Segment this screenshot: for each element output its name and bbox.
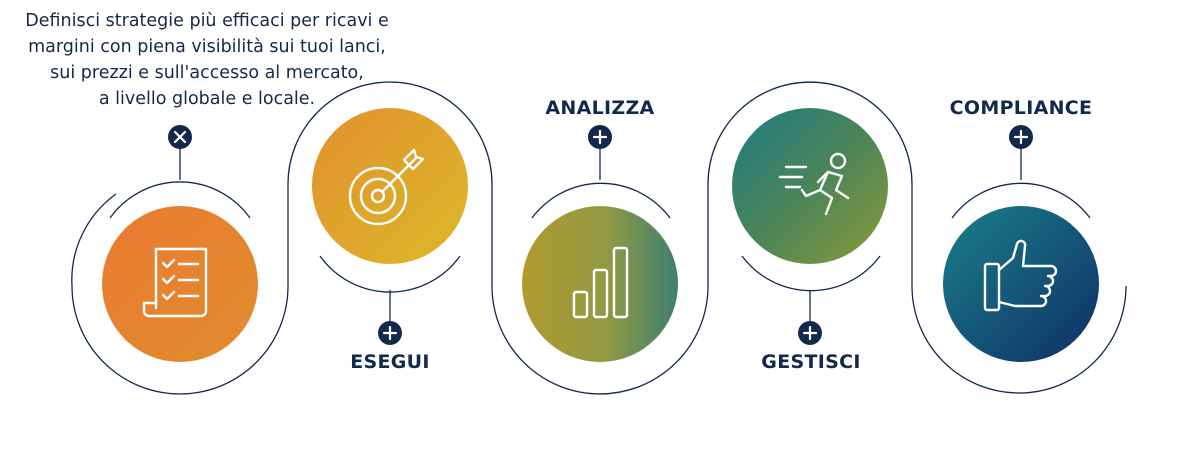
step-2-label[interactable]: ESEGUI	[350, 351, 430, 373]
step-4-label[interactable]: GESTISCI	[761, 351, 861, 373]
step-5-circle[interactable]	[943, 206, 1099, 362]
step-5-label[interactable]: COMPLIANCE	[949, 97, 1093, 119]
step-3-label[interactable]: ANALIZZA	[545, 97, 655, 119]
step-1-circle[interactable]	[102, 206, 258, 362]
toggle-step-3[interactable]	[588, 125, 612, 149]
step-1-description: Definisci strategie più efficaci per ric…	[25, 11, 389, 109]
toggle-step-2[interactable]	[378, 321, 402, 345]
checklist-icon	[142, 247, 208, 318]
target-icon	[348, 148, 425, 226]
close-icon	[173, 130, 187, 144]
step-5[interactable]	[943, 206, 1099, 362]
toggle-step-4[interactable]	[798, 321, 822, 345]
plus-icon	[1013, 129, 1029, 145]
thumbs-up-icon	[983, 239, 1058, 312]
step-2-circle[interactable]	[312, 108, 468, 264]
step-1[interactable]	[102, 206, 258, 362]
step-2[interactable]	[312, 108, 468, 264]
plus-icon	[592, 129, 608, 145]
step-4-circle[interactable]	[732, 108, 888, 264]
plus-icon	[382, 325, 398, 341]
connector-line	[71, 81, 1127, 395]
bar-chart-icon	[572, 246, 629, 319]
step-3[interactable]	[522, 206, 678, 362]
plus-icon	[802, 325, 818, 341]
toggle-step-1[interactable]	[168, 125, 192, 149]
running-person-icon	[778, 152, 850, 216]
step-3-circle[interactable]	[522, 206, 678, 362]
step-4[interactable]	[732, 108, 888, 264]
toggle-step-5[interactable]	[1009, 125, 1033, 149]
